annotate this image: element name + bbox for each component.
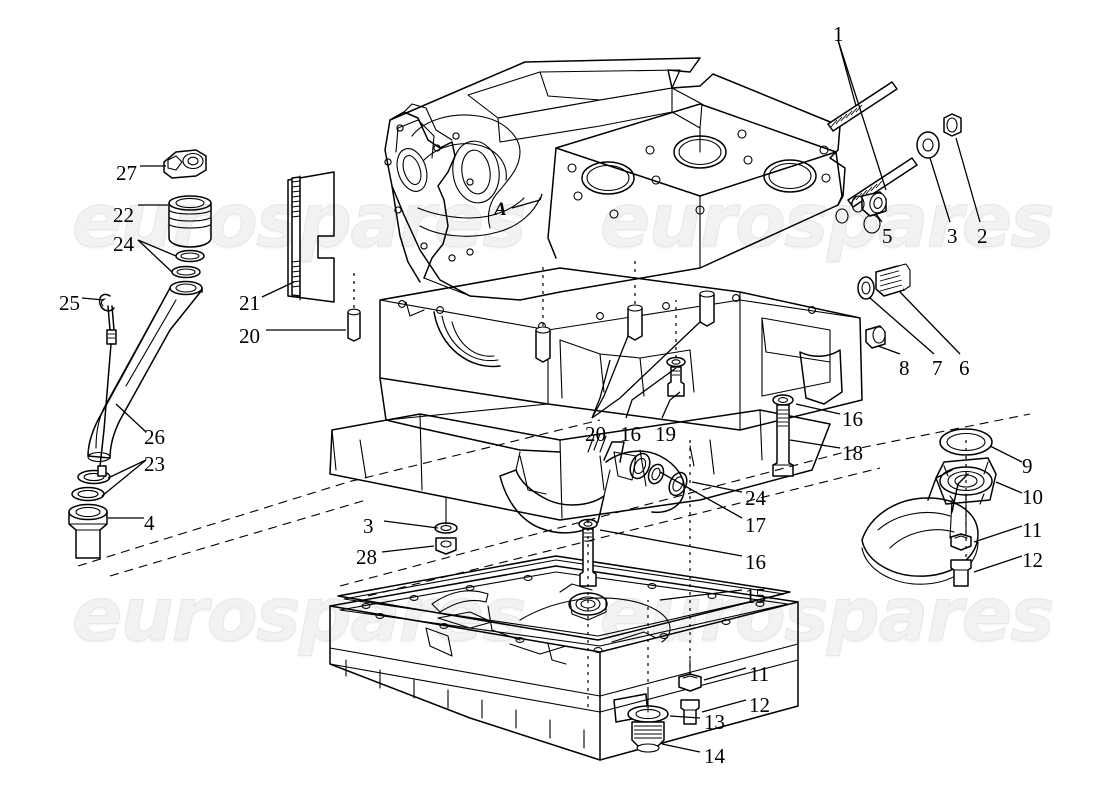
long-sump-bolt-18 xyxy=(772,394,794,477)
callout-24-pickup: 24 xyxy=(745,486,766,510)
dipstick-bracket-27 xyxy=(163,149,207,179)
callout-1: 1 xyxy=(833,22,844,46)
washer-nut-3-28 xyxy=(434,497,458,555)
callout-25: 25 xyxy=(59,291,80,315)
filler-o-rings-24 xyxy=(171,249,205,279)
short-sump-bolt-19 xyxy=(666,356,686,397)
callout-11-pan: 11 xyxy=(749,662,770,686)
callout-14: 14 xyxy=(704,744,725,768)
callout-19: 19 xyxy=(655,422,676,446)
callout-9: 9 xyxy=(1022,454,1033,478)
callout-23: 23 xyxy=(144,452,165,476)
filler-sleeve-4 xyxy=(68,503,108,559)
callout-17: 17 xyxy=(745,513,766,537)
callout-10: 10 xyxy=(1022,485,1043,509)
oil-filler-cap-22 xyxy=(168,195,212,248)
callout-16-upper: 16 xyxy=(842,407,863,431)
callout-7: 7 xyxy=(932,356,943,380)
callout-22: 22 xyxy=(113,203,134,227)
callout-12-right: 12 xyxy=(1022,548,1043,572)
oil-strainer-assembly xyxy=(861,428,997,587)
oil-pickup-tube xyxy=(587,433,688,514)
callout-8: 8 xyxy=(899,356,910,380)
callout-2: 2 xyxy=(977,224,988,248)
sump-bolt-center xyxy=(578,518,598,587)
dipstick-25 xyxy=(97,293,117,477)
callout-15: 15 xyxy=(745,584,766,608)
callout-16-mid: 16 xyxy=(745,550,766,574)
rear-seal-gasket-21 xyxy=(287,171,335,303)
callout-section-a: A xyxy=(494,199,507,220)
callout-20-left: 20 xyxy=(239,324,260,348)
engine-block-group xyxy=(384,57,846,301)
callout-11-right: 11 xyxy=(1022,518,1043,542)
callout-6: 6 xyxy=(959,356,970,380)
callout-21: 21 xyxy=(239,291,260,315)
locating-dowel-20a xyxy=(347,308,361,342)
callout-20-mid: 20 xyxy=(585,422,606,446)
locating-dowel-20d xyxy=(699,290,715,327)
callout-3: 3 xyxy=(947,224,958,248)
pan-bolt-hardware xyxy=(678,659,702,725)
head-stud-hardware xyxy=(827,81,962,234)
callout-24-filler: 24 xyxy=(113,232,134,256)
callout-5: 5 xyxy=(882,224,893,248)
gallery-plug-hardware xyxy=(857,263,911,349)
callout-28: 28 xyxy=(356,545,377,569)
callout-13: 13 xyxy=(704,710,725,734)
callout-26: 26 xyxy=(144,425,165,449)
lower-crankcase-group xyxy=(329,409,831,534)
drain-plug-assembly xyxy=(627,689,669,753)
leader-lines xyxy=(77,39,1031,753)
callout-3-sump: 3 xyxy=(363,514,374,538)
callout-12-pan: 12 xyxy=(749,693,770,717)
callout-4: 4 xyxy=(144,511,155,535)
callout-18: 18 xyxy=(842,441,863,465)
oil-sump-pan xyxy=(329,555,799,761)
locating-dowel-20c xyxy=(627,304,643,341)
callout-16-low: 16 xyxy=(620,422,641,446)
locating-dowel-20b xyxy=(535,326,551,363)
pickup-o-ring-24 xyxy=(647,463,665,485)
callout-27: 27 xyxy=(116,161,137,185)
